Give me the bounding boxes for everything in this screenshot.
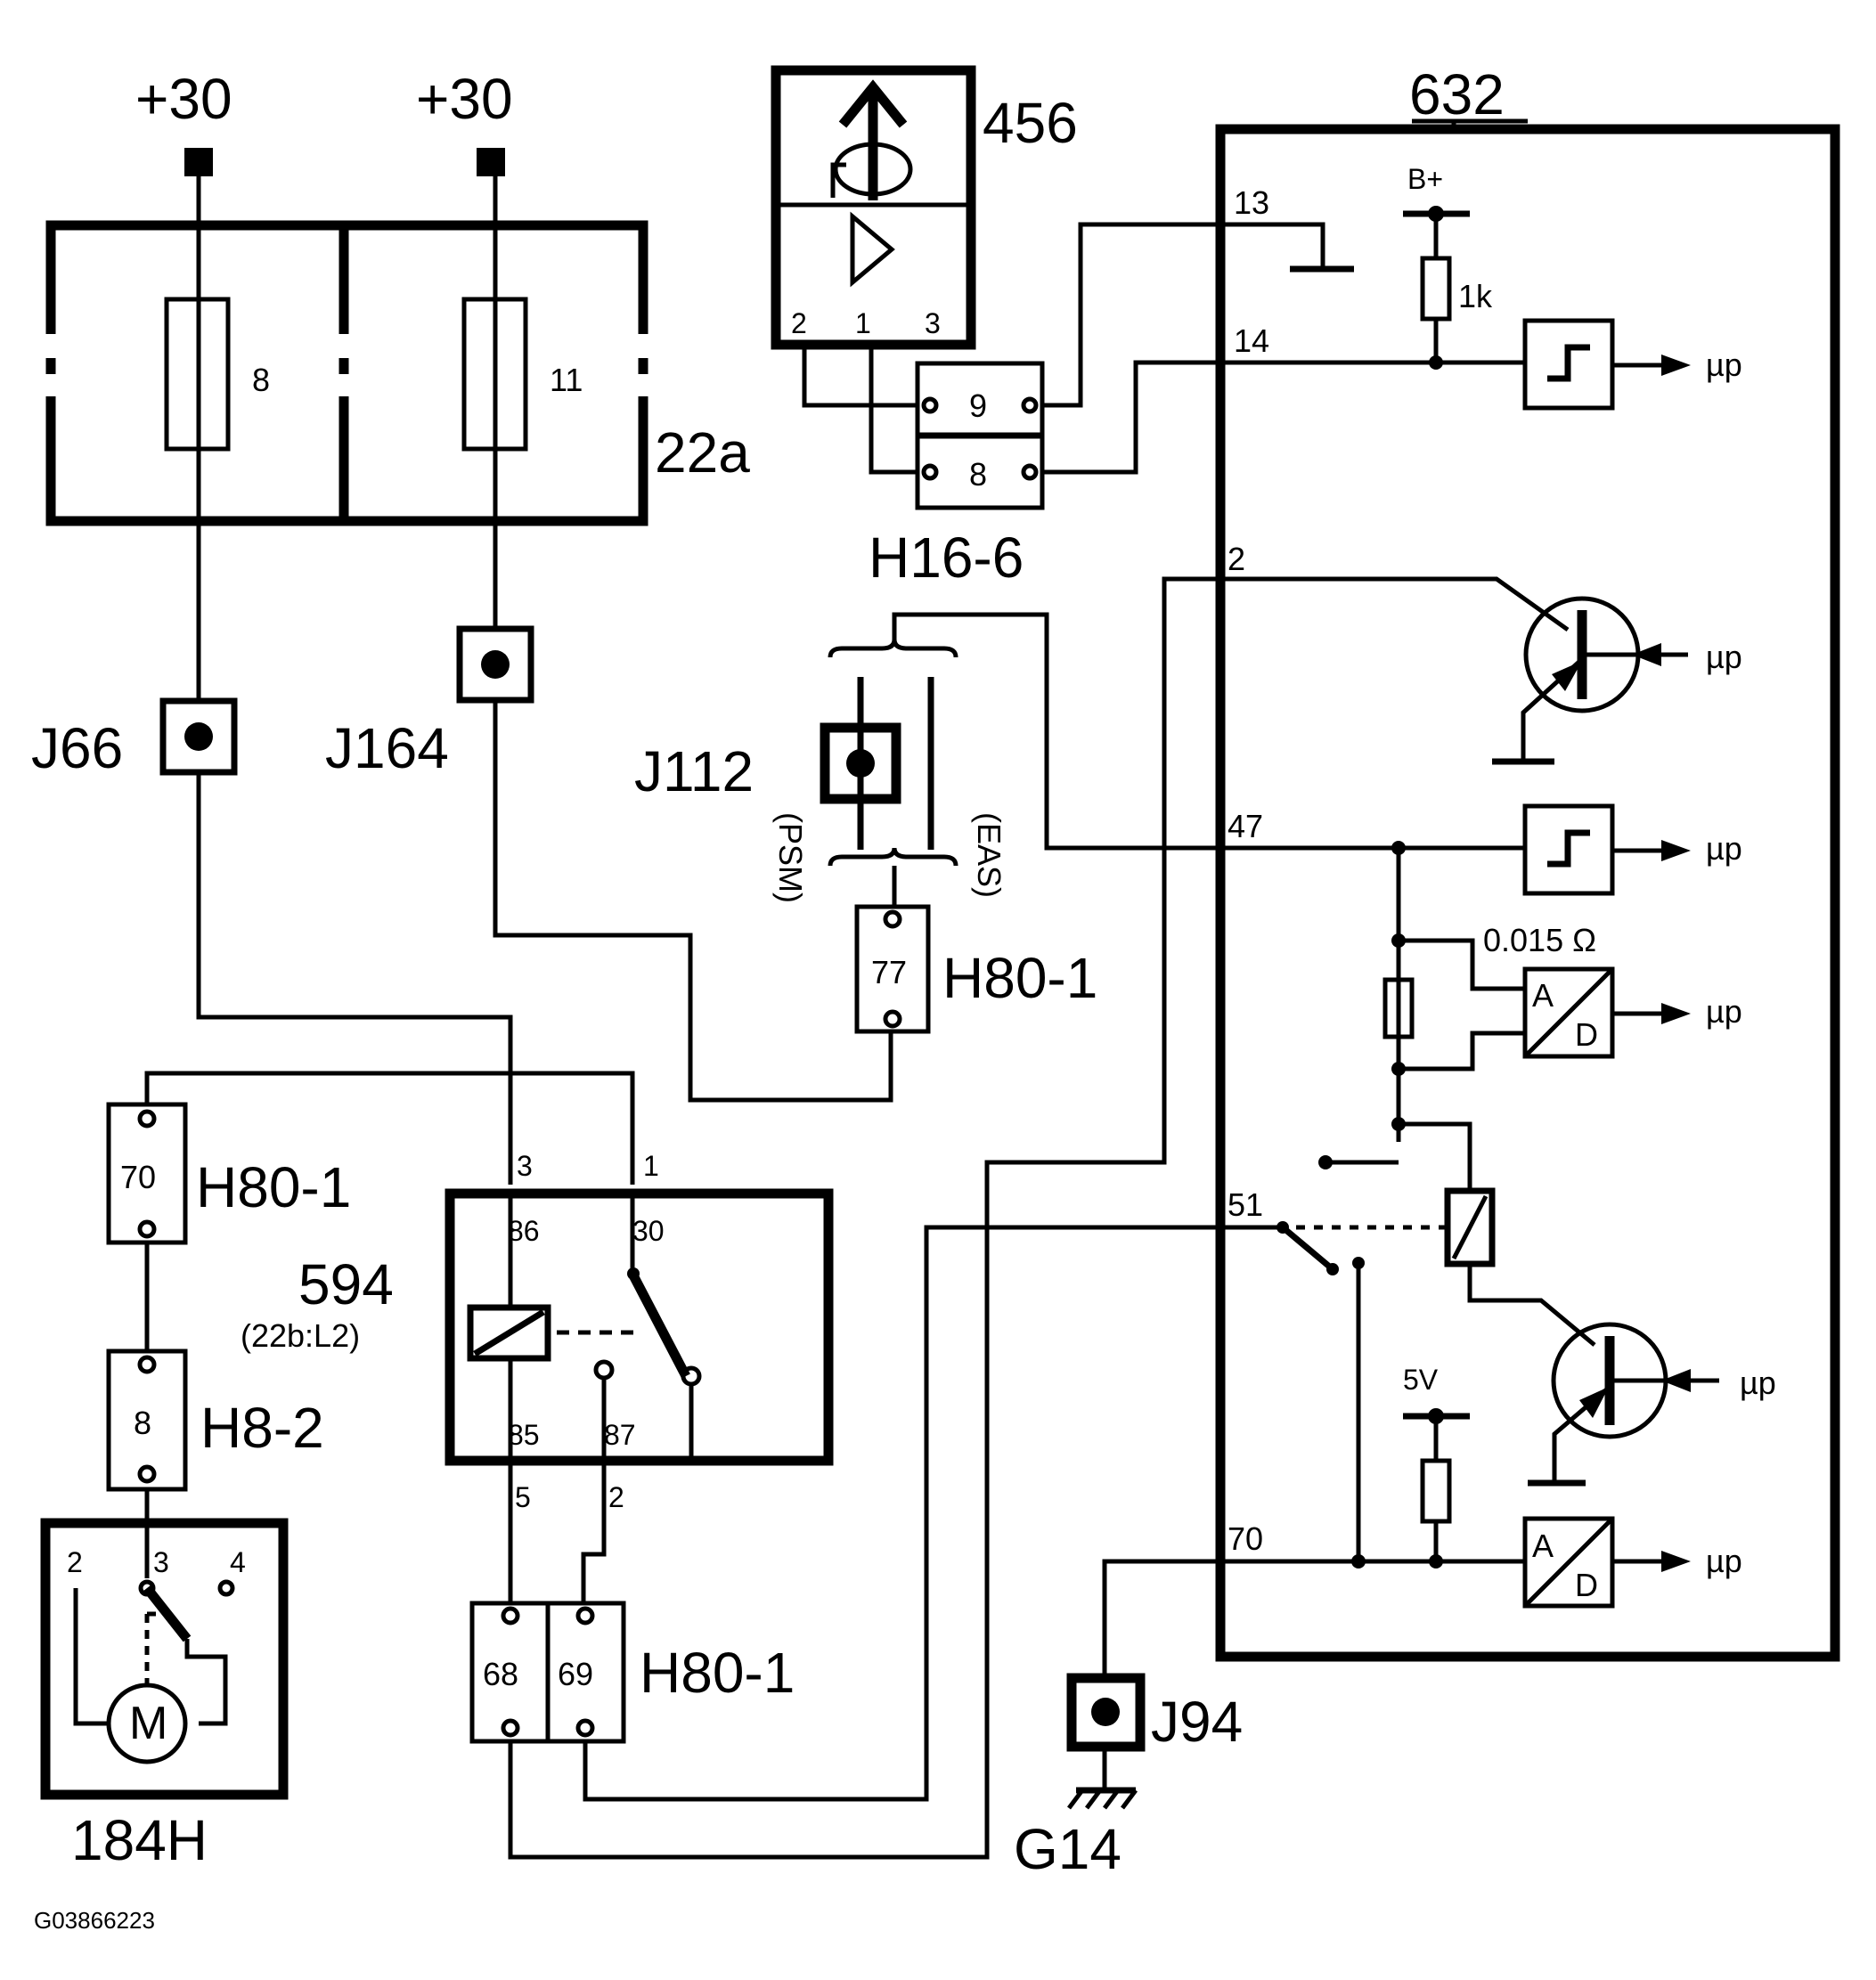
figure-id: G03866223: [34, 1907, 155, 1934]
g14-label: G14: [1014, 1817, 1122, 1881]
motor-pin4: 4: [230, 1546, 246, 1578]
relay-pin3: 3: [517, 1150, 533, 1182]
h16-pin9: 9: [969, 387, 987, 424]
ground-j94: J94 G14: [1014, 1673, 1243, 1881]
h80-68-pin: 68: [483, 1656, 518, 1692]
relay-pin2: 2: [608, 1481, 624, 1513]
supply-label-left: +30: [135, 67, 232, 131]
relay-label: 594: [298, 1252, 394, 1316]
pin51: 51: [1228, 1186, 1263, 1223]
relay-sublabel: (22b:L2): [241, 1317, 360, 1354]
h8-2-label: H8-2: [200, 1396, 324, 1460]
relay-87: 87: [604, 1419, 636, 1451]
switch-456-pin2: 2: [791, 307, 807, 339]
adc1-d: D: [1575, 1016, 1598, 1053]
connector-h16-6: 9 8 H16-6: [869, 361, 1045, 590]
h80-70-pin: 70: [120, 1159, 156, 1195]
connector-h80-1-6869: 68 69 H80-1: [469, 1601, 795, 1744]
relay-85: 85: [508, 1419, 540, 1451]
relay-30: 30: [632, 1215, 665, 1247]
fuse-11-label: 11: [550, 362, 583, 398]
mu-2: µp: [1706, 639, 1742, 675]
pin13: 13: [1234, 184, 1269, 221]
mu-5: µp: [1740, 1365, 1776, 1401]
h80-77-pin: 77: [871, 954, 907, 990]
splice-j112: J112 (PSM) (EAS): [634, 639, 1007, 903]
supply-terminal-right: [477, 148, 505, 176]
connector-h8-2: 8 H8-2: [106, 1349, 324, 1492]
h80-6869-label: H80-1: [640, 1641, 795, 1705]
h80-77-label: H80-1: [942, 946, 1097, 1010]
h80-70-label: H80-1: [196, 1155, 351, 1219]
adc2-d: D: [1575, 1567, 1598, 1603]
mu-4: µp: [1706, 993, 1742, 1030]
switch-456-label: 456: [983, 91, 1078, 155]
connector-h80-1-70: 70 H80-1: [106, 1102, 351, 1245]
j66-label: J66: [31, 716, 123, 780]
pin70: 70: [1228, 1520, 1263, 1557]
adc1-a: A: [1532, 977, 1554, 1014]
ecu-label: 632: [1409, 62, 1505, 126]
adc2-a: A: [1532, 1528, 1554, 1564]
fuse-8-label: 8: [252, 362, 270, 398]
j112-label: J112: [634, 739, 754, 803]
relay-pin5: 5: [515, 1481, 531, 1513]
motor-label: 184H: [71, 1808, 208, 1872]
j94-label: J94: [1151, 1690, 1243, 1754]
pin2: 2: [1228, 541, 1245, 577]
switch-456-pin3: 3: [925, 307, 941, 339]
mu-3: µp: [1706, 830, 1742, 867]
fusebox-22a: +30 +30 8 11 22a: [45, 67, 750, 526]
splice-j164: J164: [325, 625, 534, 780]
connector-h80-1-77: 77 H80-1: [854, 904, 1097, 1034]
pin14: 14: [1234, 322, 1269, 359]
splice-j66: J66: [31, 697, 238, 780]
h16-pin8: 8: [969, 456, 987, 493]
supply-terminal-left: [184, 148, 213, 176]
mu-6: µp: [1706, 1543, 1742, 1579]
psm-label: (PSM): [772, 812, 809, 903]
switch-456: 456 2 1 3: [771, 65, 1078, 350]
motor-184h: 2 3 4 M 184H: [40, 1518, 289, 1872]
ecu-632: 632 13 B+ 1k 14 µp 2 µp: [1164, 62, 1840, 1662]
bplus-label: B+: [1407, 163, 1443, 195]
relay-86: 86: [508, 1215, 540, 1247]
mu-1: µp: [1706, 346, 1742, 383]
eas-label: (EAS): [971, 812, 1007, 898]
supply-label-right: +30: [416, 67, 513, 131]
r1k-label: 1k: [1458, 278, 1493, 314]
motor-pin3: 3: [153, 1546, 169, 1578]
pin47: 47: [1228, 808, 1263, 844]
motor-pin2: 2: [67, 1546, 83, 1578]
fusebox-label: 22a: [655, 420, 750, 485]
shunt-label: 0.015 Ω: [1483, 922, 1596, 958]
j164-label: J164: [325, 716, 449, 780]
relay-594: 3 1 86 30 85 87 594 (22b:L2): [241, 1150, 834, 1466]
switch-456-pin1: 1: [855, 307, 871, 339]
h80-69-pin: 69: [558, 1656, 593, 1692]
v5-label: 5V: [1403, 1364, 1439, 1396]
h16-label: H16-6: [869, 526, 1024, 590]
h8-2-pin: 8: [134, 1405, 151, 1441]
motor-symbol: M: [129, 1698, 167, 1749]
relay-pin1: 1: [643, 1150, 659, 1182]
